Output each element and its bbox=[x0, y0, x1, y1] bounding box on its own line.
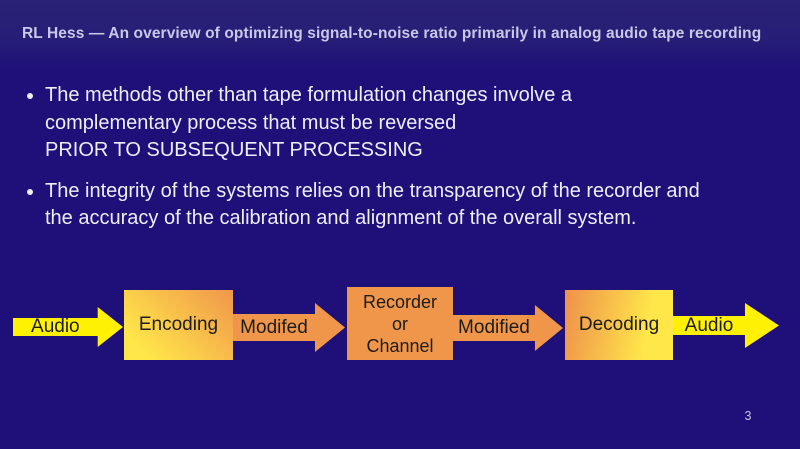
modifed-label: Modifed bbox=[240, 316, 308, 338]
slide-title: RL Hess — An overview of optimizing sign… bbox=[22, 25, 762, 42]
bullet-marker-icon bbox=[27, 188, 33, 195]
bullet-marker-icon bbox=[27, 93, 33, 99]
encoding-box: Encoding bbox=[124, 290, 233, 360]
modifed-arrow-icon: Modifed bbox=[233, 303, 345, 352]
audio-output-label: Audio bbox=[684, 314, 734, 336]
modified-arrow-icon: Modified bbox=[453, 305, 563, 351]
page-number: 3 bbox=[744, 409, 752, 423]
audio-input-label: Audio bbox=[31, 316, 80, 337]
modified-label: Modified bbox=[458, 317, 530, 338]
recorder-channel-box: Recorder or Channel bbox=[347, 287, 453, 360]
recorder-channel-label: Recorder or Channel bbox=[362, 291, 438, 356]
encoding-label: Encoding bbox=[138, 314, 219, 335]
bullet-item-integrity: The integrity of the systems relies on t… bbox=[27, 178, 783, 233]
bullet-item-methods: The methods other than tape formulation … bbox=[27, 82, 783, 165]
decoding-label: Decoding bbox=[578, 314, 660, 335]
audio-input-arrow-icon: Audio bbox=[13, 307, 123, 347]
decoding-box: Decoding bbox=[565, 290, 673, 360]
bullet-text: The methods other than tape formulation … bbox=[45, 84, 572, 161]
bullet-text: The integrity of the systems relies on t… bbox=[45, 179, 700, 230]
audio-output-arrow-icon: Audio bbox=[673, 303, 779, 348]
bullet-list: The methods other than tape formulation … bbox=[27, 82, 783, 246]
